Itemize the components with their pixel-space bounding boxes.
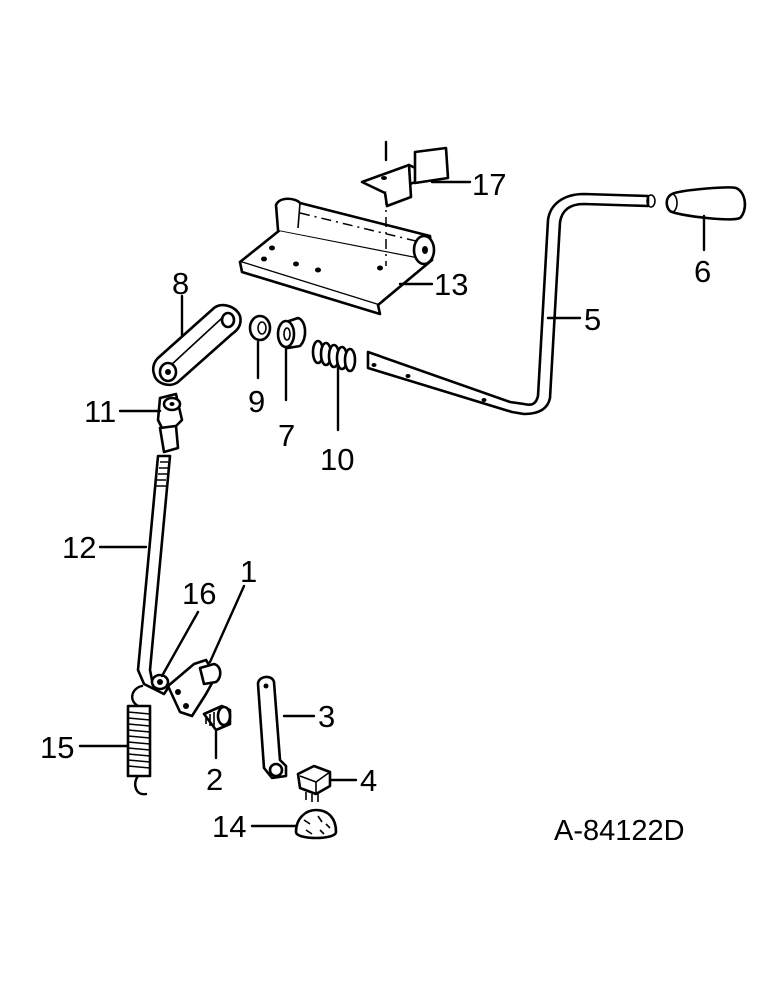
callout-1: 1 — [240, 554, 257, 589]
leader-1 — [208, 584, 246, 664]
callout-16: 16 — [182, 576, 216, 611]
callout-12: 12 — [62, 530, 96, 565]
part-10-spring — [311, 339, 357, 373]
part-15-spring — [126, 684, 152, 796]
callout-14: 14 — [212, 809, 246, 844]
part-4-nut — [296, 764, 332, 802]
callout-8: 8 — [172, 266, 189, 301]
part-8-arm — [151, 303, 242, 387]
leader-16 — [160, 610, 200, 678]
part-3-link — [256, 675, 288, 780]
callout-2: 2 — [206, 762, 223, 797]
drawing-code: A-84122D — [554, 815, 685, 847]
part-11-clevis — [156, 392, 184, 454]
callout-11: 11 — [84, 394, 116, 429]
part-5-lever-rod — [366, 192, 656, 416]
callout-4: 4 — [360, 763, 377, 798]
callout-15: 15 — [40, 730, 74, 765]
part-16-washer — [150, 673, 170, 691]
part-1-plate — [166, 658, 222, 718]
callout-13: 13 — [434, 267, 468, 302]
callout-5: 5 — [584, 302, 601, 337]
callout-6: 6 — [694, 254, 711, 289]
callout-17: 17 — [472, 167, 506, 202]
callout-9: 9 — [248, 384, 265, 419]
part-6-knob — [665, 186, 747, 221]
part-13-mounting-plate — [238, 195, 436, 316]
callout-labels: 17 13 6 5 8 9 7 10 11 12 16 1 2 3 4 14 1… — [40, 167, 711, 844]
part-7-bushing — [276, 316, 307, 350]
part-14-knob — [294, 808, 338, 840]
part-2-bolt — [202, 704, 232, 732]
callout-10: 10 — [320, 442, 354, 477]
callout-3: 3 — [318, 699, 335, 734]
part-9-washer — [248, 314, 272, 342]
part-12-rod — [136, 454, 172, 696]
callout-7: 7 — [278, 418, 295, 453]
leader-lines — [78, 180, 706, 828]
part-17-bracket — [360, 140, 450, 208]
